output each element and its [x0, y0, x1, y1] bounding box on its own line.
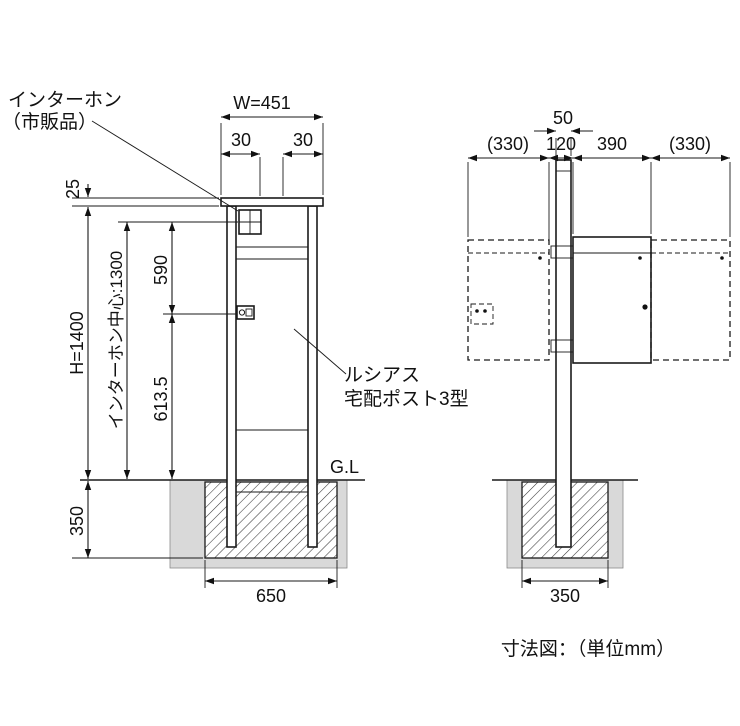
door-swing-left — [467, 239, 550, 361]
ground-level-label: G.L — [330, 457, 359, 477]
door-swing-left-outline — [467, 239, 550, 361]
intercom-label-line1: インターホン — [8, 89, 122, 111]
front-right-post — [307, 205, 318, 548]
dim-330-right: (330) — [669, 134, 711, 154]
lock-latch — [245, 308, 253, 317]
side-view: 50 (330) 120 390 (330) 350 — [467, 108, 731, 606]
dim-30-right: 30 — [293, 130, 313, 150]
dim-50: 50 — [553, 108, 573, 128]
door-swing-right — [650, 239, 731, 361]
product-label-line1: ルシアス — [344, 365, 420, 386]
side-box — [572, 236, 652, 364]
door-swing-left-lock — [470, 303, 494, 325]
intercom-label-line2: （市販品） — [2, 111, 97, 133]
side-box-screw-dot — [638, 256, 642, 260]
dim-613-5: 613.5 — [151, 376, 171, 421]
dim-650: 650 — [256, 586, 286, 606]
front-left-post — [226, 205, 237, 548]
dim-25: 25 — [63, 179, 83, 199]
product-label-line2: 宅配ポスト3型 — [344, 388, 469, 410]
front-view: W=451 30 30 25 H=1400 インターホン中心:1300 590 … — [2, 89, 469, 606]
intercom-leader-line — [91, 120, 239, 212]
front-top-cap — [220, 197, 324, 207]
drawing-caption: 寸法図：（単位mm） — [501, 638, 675, 660]
product-leader-line — [293, 328, 347, 375]
dim-30-left: 30 — [231, 130, 251, 150]
door-swing-left-screw — [538, 256, 542, 260]
door-swing-left-dot1 — [475, 309, 479, 313]
dim-120: 120 — [546, 134, 576, 154]
side-pole — [555, 159, 572, 548]
door-swing-right-outline — [650, 239, 731, 361]
dim-h1400: H=1400 — [67, 311, 87, 375]
dim-330-left: (330) — [487, 134, 529, 154]
door-swing-left-dot2 — [483, 309, 487, 313]
dim-intercom-center-1300: インターホン中心:1300 — [107, 251, 126, 430]
dim-350-side: 350 — [550, 586, 580, 606]
dim-390: 390 — [597, 134, 627, 154]
dim-350-front: 350 — [67, 506, 87, 536]
intercom-unit — [238, 209, 262, 235]
door-swing-right-screw — [720, 256, 724, 260]
dim-590: 590 — [151, 255, 171, 285]
lock-unit — [236, 305, 255, 320]
lock-dial — [238, 309, 246, 316]
side-box-handle-dot — [642, 304, 648, 310]
dim-w451: W=451 — [233, 93, 291, 113]
